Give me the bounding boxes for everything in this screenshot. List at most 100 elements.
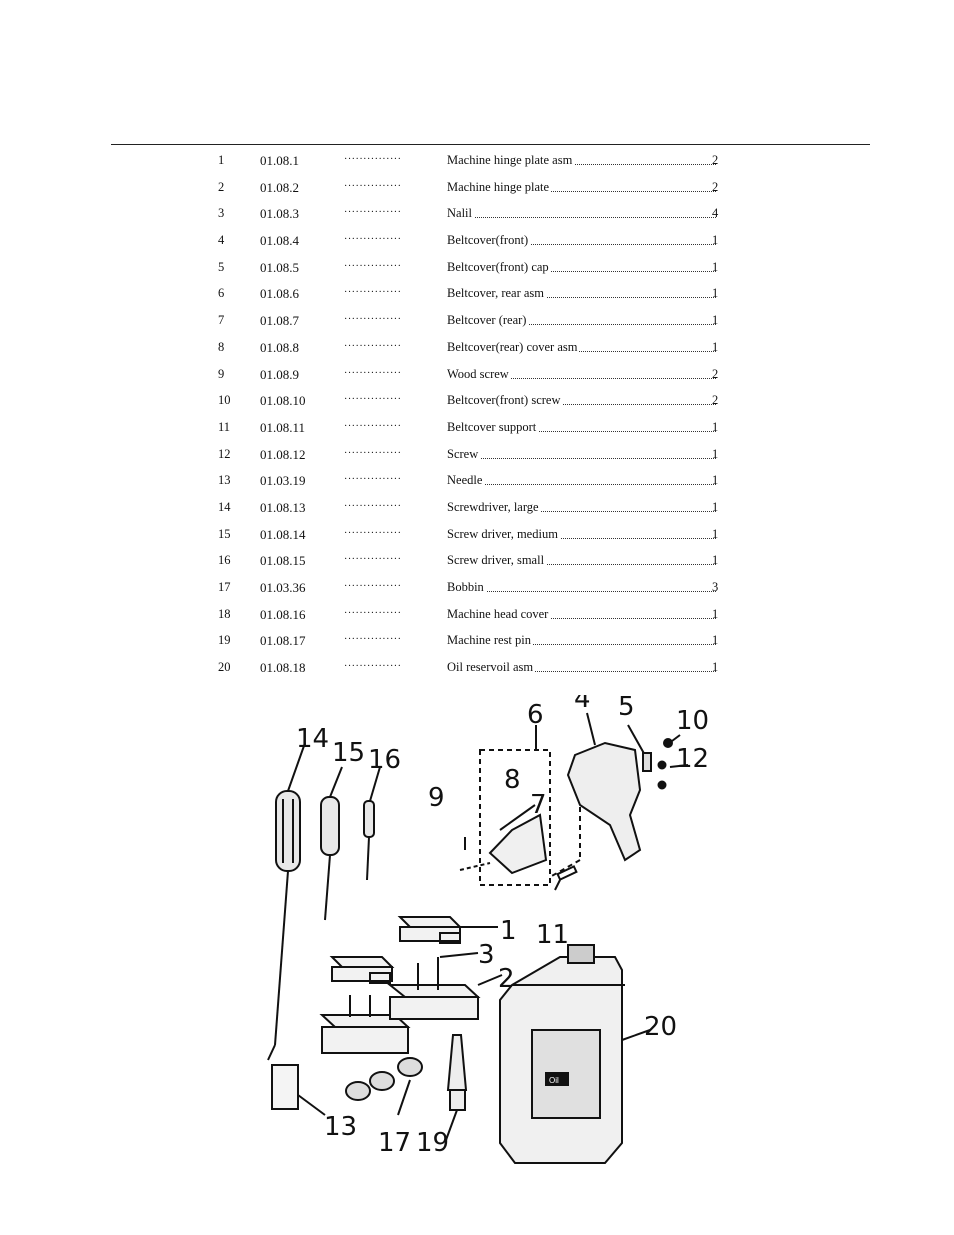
part-code: 01.08.3 xyxy=(260,206,299,222)
leader-dots: ··············· xyxy=(344,154,402,165)
part-name: Beltcover(front) xyxy=(447,233,531,249)
part-qty: 1 xyxy=(712,313,719,328)
part-code: 01.03.36 xyxy=(260,580,306,595)
part-number: 4 xyxy=(218,233,225,248)
leader-dots xyxy=(447,473,716,486)
callout-16: 16 xyxy=(368,745,401,775)
leader-dots xyxy=(447,553,716,566)
leader-dots: ··············· xyxy=(344,207,402,219)
leader-dots: ··············· xyxy=(344,340,402,352)
leader-dots xyxy=(447,286,716,299)
part-number: 18 xyxy=(218,606,231,621)
screwdriver-small xyxy=(363,800,375,881)
leader-dots: ··············· xyxy=(344,287,402,299)
part-code: 01.08.14 xyxy=(260,526,306,542)
leader-dots: ··············· xyxy=(344,314,402,326)
leader-dots: ··············· xyxy=(344,260,402,272)
part-number: 14 xyxy=(218,499,231,514)
part-code: 01.08.16 xyxy=(260,606,306,622)
leader-dots: ··············· xyxy=(344,527,402,539)
callout-20: 20 xyxy=(644,1012,677,1042)
part-number: 7 xyxy=(218,313,225,328)
part-qty: 2 xyxy=(712,179,719,194)
leader-dots xyxy=(447,633,716,646)
part-qty: 1 xyxy=(712,606,719,621)
callout-14: 14 xyxy=(296,724,329,754)
part-qty: 1 xyxy=(712,660,719,675)
part-name: Beltcover(front) cap xyxy=(447,259,551,275)
screwdriver-large xyxy=(267,790,301,1061)
leader-dots xyxy=(447,607,716,619)
part-qty: 2 xyxy=(712,153,719,167)
leader-dots xyxy=(447,233,716,246)
bobbins xyxy=(345,1057,423,1101)
part-name: Machine hinge plate asm xyxy=(447,153,575,168)
leader-dots xyxy=(447,580,716,592)
oil-label: Oil xyxy=(549,1076,559,1085)
part-qty: 1 xyxy=(712,419,719,434)
part-qty: 2 xyxy=(712,393,719,408)
part-name: Wood screw xyxy=(447,366,511,382)
leader-dots xyxy=(447,313,716,326)
leader-dots: ··············· xyxy=(344,367,402,379)
leader-dots xyxy=(447,500,716,512)
part-code: 01.03.19 xyxy=(260,473,306,489)
part-code: 01.08.2 xyxy=(260,179,299,195)
leader-dots: ··············· xyxy=(344,180,402,192)
leader-dots xyxy=(447,206,716,219)
part-name: Beltcover, rear asm xyxy=(447,286,547,302)
exploded-diagram: 14 15 16 9 6 8 7 4 5 10 12 11 1 3 2 20 1… xyxy=(250,684,720,1175)
part-qty: 4 xyxy=(712,206,719,221)
part-code: 01.08.5 xyxy=(260,259,299,275)
part-code: 01.08.10 xyxy=(260,393,306,409)
part-qty: 1 xyxy=(712,259,719,274)
part-code: 01.08.7 xyxy=(260,313,299,329)
part-number: 12 xyxy=(218,446,231,461)
leader-dots: ··············· xyxy=(344,500,402,512)
callout-9: 9 xyxy=(428,783,445,813)
part-qty: 1 xyxy=(712,499,719,514)
part-qty: 1 xyxy=(712,286,719,301)
part-number: 5 xyxy=(218,259,225,274)
header-rule xyxy=(111,144,870,145)
leader-dots xyxy=(447,660,716,673)
part-code: 01.08.9 xyxy=(260,366,299,382)
oil-bottle xyxy=(499,944,651,1164)
callout-12: 12 xyxy=(676,744,709,774)
part-number: 8 xyxy=(218,339,225,354)
callout-1: 1 xyxy=(500,916,517,946)
part-name: Beltcover support xyxy=(447,419,539,435)
leader-dots xyxy=(447,420,716,432)
accessories-illustration: 14 15 16 9 6 8 7 4 5 10 12 11 1 3 2 20 1… xyxy=(267,684,709,1164)
part-number: 17 xyxy=(218,580,231,594)
callout-4: 4 xyxy=(574,695,591,714)
part-name: Screw driver, small xyxy=(447,553,547,569)
leader-dots xyxy=(447,260,716,272)
part-name: Nalil xyxy=(447,206,474,222)
part-name: Screwdriver, large xyxy=(447,499,541,515)
part-qty: 3 xyxy=(712,580,719,594)
part-name: Oil reservoil asm xyxy=(447,660,536,676)
part-code: 01.08.6 xyxy=(260,286,299,302)
screwdriver-medium xyxy=(320,796,340,921)
callout-19: 19 xyxy=(416,1128,449,1158)
part-number: 9 xyxy=(218,366,225,381)
part-code: 01.08.17 xyxy=(260,633,306,649)
leader-dots: ··············· xyxy=(344,581,402,592)
part-number: 11 xyxy=(218,419,231,434)
leader-dots xyxy=(447,153,716,165)
part-number: 10 xyxy=(218,393,231,408)
part-name: Beltcover(front) screw xyxy=(447,393,563,409)
part-code: 01.08.18 xyxy=(260,660,306,676)
